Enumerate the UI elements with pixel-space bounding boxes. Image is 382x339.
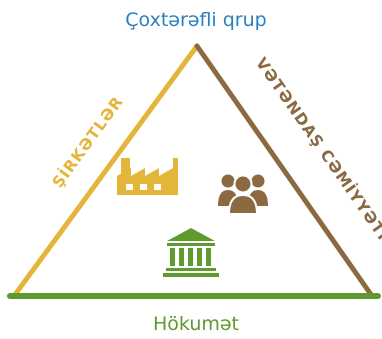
right-edge: [194, 43, 375, 299]
bottom-label: Hökumət: [153, 313, 239, 335]
people-group-icon: [218, 174, 268, 215]
top-label: Çoxtərəfli qrup: [125, 9, 266, 31]
left-side-label: ŞİRKƏTLƏR: [48, 92, 127, 191]
left-edge: [11, 43, 200, 299]
government-building-icon: [163, 228, 219, 277]
factory-icon: [117, 158, 178, 195]
